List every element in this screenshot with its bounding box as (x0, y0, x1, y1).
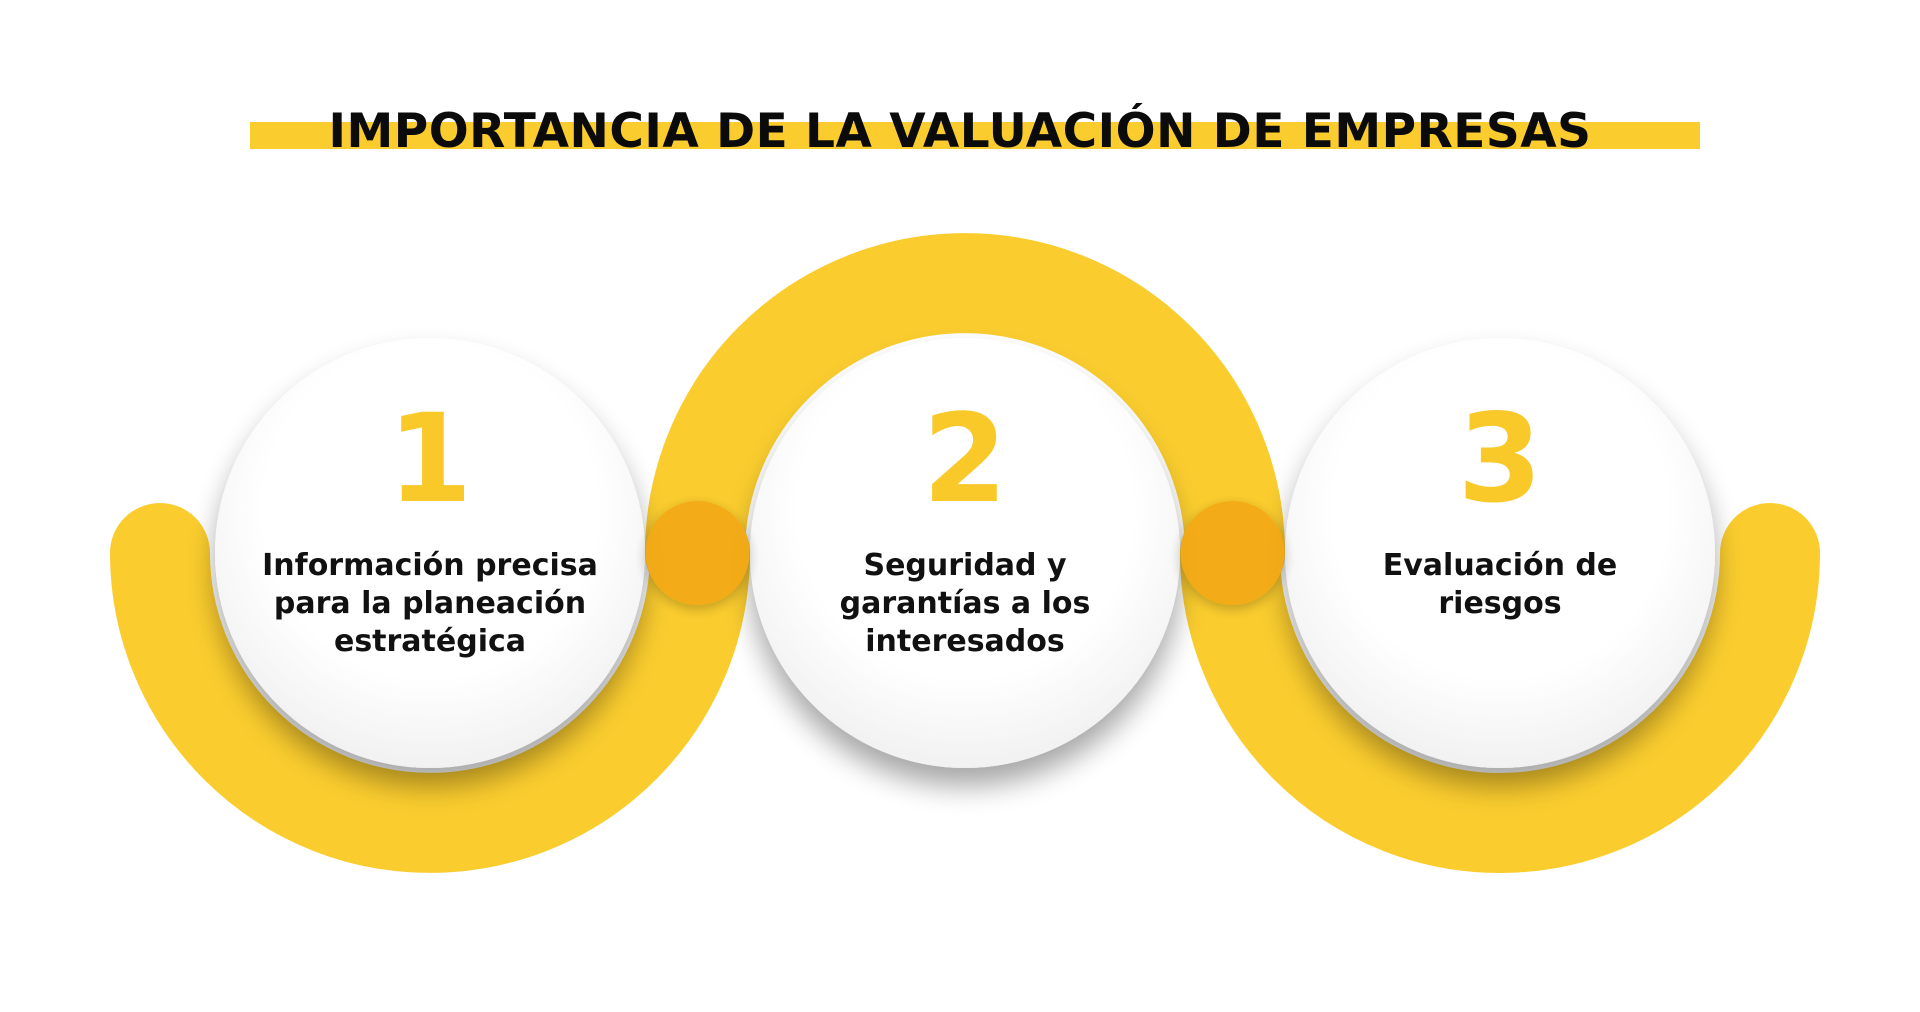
connector-arc-1 (110, 503, 750, 873)
title-highlight-bar (250, 122, 1700, 149)
connector-arcs (110, 233, 1820, 873)
title-area: IMPORTANCIA DE LA VALUACIÓN DE EMPRESAS (0, 92, 1920, 172)
page-title: IMPORTANCIA DE LA VALUACIÓN DE EMPRESAS (328, 104, 1592, 159)
step-circle-1 (215, 338, 645, 768)
connector-arc-2 (645, 233, 1285, 603)
arc-joints (645, 501, 1285, 605)
step-number-3: 3 (1458, 388, 1543, 530)
step-number-1: 1 (388, 388, 473, 530)
step-number-2: 2 (923, 388, 1008, 530)
connector-arc-3 (1180, 503, 1820, 873)
step-3-line-2: riesgos (1438, 586, 1561, 621)
arc-joint-2 (1180, 501, 1285, 605)
step-circle-3 (1285, 338, 1715, 768)
step-2-line-3: interesados (865, 624, 1065, 659)
step-circles (215, 338, 1715, 768)
step-2-line-1: Seguridad y (863, 548, 1067, 583)
step-1-line-3: estratégica (334, 624, 526, 659)
step-3-line-1: Evaluación de (1383, 548, 1617, 583)
step-circle-2 (750, 338, 1180, 768)
arc-joint-1 (645, 501, 750, 605)
step-1-line-2: para la planeación (274, 586, 586, 621)
step-2-line-2: garantías a los (840, 586, 1091, 621)
step-1-line-1: Información precisa (262, 548, 598, 583)
